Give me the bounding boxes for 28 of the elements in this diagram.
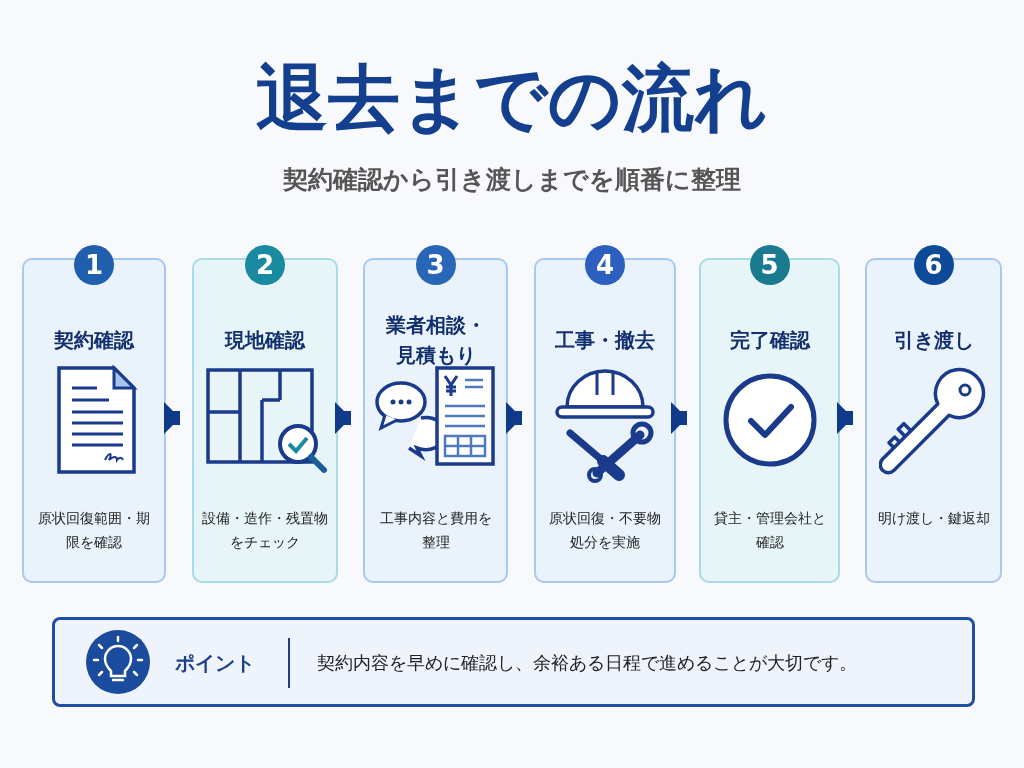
number-badge: 2 xyxy=(245,245,285,285)
number-badge: 6 xyxy=(913,245,954,285)
step-title: 工事・撤去 xyxy=(555,327,655,354)
arrow xyxy=(837,402,853,434)
step-title: 現地確認 xyxy=(225,327,305,354)
number-badge: 1 xyxy=(74,245,114,285)
arrow xyxy=(164,402,180,434)
step-title: 契約確認 xyxy=(54,327,134,354)
arrow xyxy=(335,402,351,434)
arrow xyxy=(506,402,522,434)
arrow xyxy=(671,402,687,434)
number-badge: 3 xyxy=(415,245,456,285)
title: 退去までの流れ xyxy=(255,55,769,142)
step-description: 原状回復範囲・期限を確認 xyxy=(37,509,151,552)
number-badge: 5 xyxy=(749,245,790,285)
step-description: 貸主・管理会社と確認 xyxy=(712,509,827,552)
subtitle: 契約確認から引き渡しまでを順番に整理 xyxy=(282,164,742,196)
tip-box xyxy=(52,617,975,707)
number-badge: 4 xyxy=(585,245,625,285)
step-description: 設備・造作・残置物をチェック xyxy=(202,509,328,552)
tip-label: ポイント xyxy=(175,650,255,677)
step-title: 業者相談・見積もり xyxy=(384,312,487,369)
step-description: 工事内容と費用を整理 xyxy=(378,509,493,552)
step-title: 完了確認 xyxy=(729,327,810,354)
step-description: 明け渡し・鍵返却 xyxy=(876,509,991,528)
step-description: 原状回復・不要物処分を実施 xyxy=(548,509,662,552)
tip-text: 契約内容を早めに確認し、余裕ある日程で進めることが大切です。 xyxy=(317,651,857,675)
step-title: 引き渡し xyxy=(893,327,974,354)
